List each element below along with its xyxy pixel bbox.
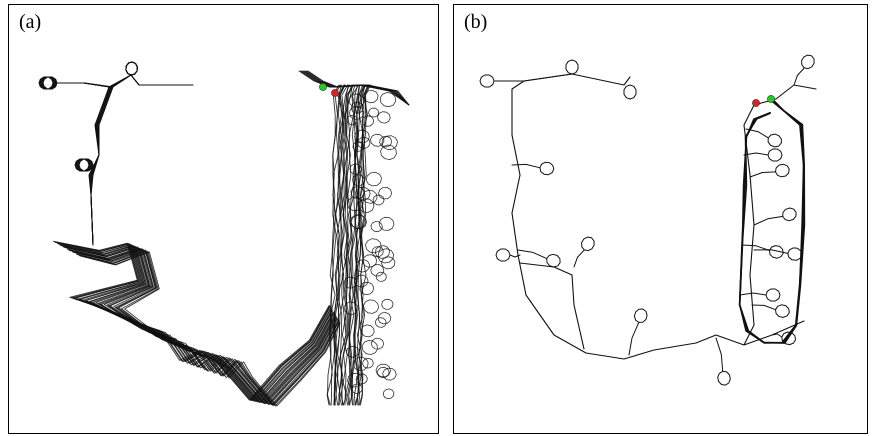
spur-w1-loop	[540, 162, 554, 174]
east-spur-loop-17	[382, 299, 394, 309]
east-spur-loop-46	[371, 134, 385, 146]
east-spur-loop-53	[383, 389, 394, 399]
spur-e7	[794, 68, 804, 85]
spur-e1	[754, 216, 783, 225]
corridor-east	[744, 85, 816, 345]
pass-sw-25	[81, 252, 340, 406]
pass-sw-19	[74, 250, 338, 405]
east-spur-loop-14	[373, 195, 384, 205]
east-spur-loop-18	[369, 108, 379, 117]
pass-nw-loop2-5	[126, 62, 137, 75]
spur-e2-loop	[788, 248, 802, 260]
trajectory-plot-b	[454, 5, 867, 433]
spur-e5-loop	[768, 134, 781, 147]
spur-e3	[750, 172, 776, 177]
spur-l1-loop	[768, 149, 782, 161]
east-spur-loop-7	[361, 325, 374, 337]
start-marker-b	[767, 95, 774, 102]
east-spur-loop-16	[362, 116, 374, 126]
spur-w2-loop	[547, 254, 560, 267]
panel-label-b: (b)	[464, 11, 487, 34]
pass-sw-18	[73, 250, 337, 405]
panel-label-a: (a)	[19, 11, 41, 34]
spur-e1-loop	[783, 208, 796, 221]
spur-w1	[512, 164, 540, 167]
corridor-mid	[520, 263, 584, 349]
spur-l3	[740, 293, 766, 295]
loop-trace-0	[740, 101, 804, 343]
loop-nw-2	[566, 60, 578, 74]
spur-e4-loop	[776, 305, 790, 318]
east-spur-loop-1	[362, 340, 378, 354]
pass-ne-4	[303, 71, 409, 105]
start-marker-a	[319, 83, 326, 90]
east-spur-loop-11	[381, 145, 397, 160]
spur-e7-loop	[802, 55, 815, 69]
spur-e6	[772, 334, 782, 337]
trajectory-plot-a	[9, 5, 438, 433]
spur-w2	[518, 250, 547, 259]
end-marker-a	[331, 89, 338, 96]
spur-s1	[629, 322, 639, 355]
spur-e4	[752, 305, 776, 310]
spur-s2-loop	[718, 371, 731, 385]
spur-e3-loop	[776, 164, 790, 177]
east-spur-loop-55	[380, 93, 396, 107]
loop-nw-3	[624, 85, 636, 99]
east-spur-loop-30	[378, 112, 391, 123]
pass-ne-3	[302, 71, 409, 105]
east-spur-loop-21	[366, 172, 381, 186]
east-spur-loop-52	[352, 384, 363, 394]
spur-s1-loop	[634, 309, 647, 322]
spur-mid-1-loop	[582, 237, 595, 251]
east-spur-loop-40	[366, 239, 382, 253]
panel-b: (b)	[453, 4, 868, 434]
corridor-north-west	[494, 74, 630, 85]
spur-s2	[716, 338, 723, 371]
pass-sw-11	[65, 247, 334, 403]
spur-l3-loop	[766, 289, 780, 301]
east-spur-loop-5	[378, 313, 391, 324]
east-spur-loop-57	[371, 222, 383, 232]
pass-nw-top-5	[57, 75, 193, 87]
east-spur-loop-34	[364, 300, 379, 314]
spur-mid-1	[574, 250, 584, 267]
spur-w3-loop	[496, 249, 510, 261]
loop-trace-1	[740, 102, 804, 343]
east-spur-loop-42	[376, 272, 386, 281]
east-spur-loop-43	[364, 90, 378, 102]
end-marker-b	[752, 99, 759, 106]
loop-nw-1	[480, 75, 494, 87]
east-spur-loop-38	[379, 187, 392, 199]
loop-trace-2	[740, 101, 805, 343]
panel-a: (a)	[8, 4, 439, 434]
pass-sw-24	[79, 252, 339, 406]
